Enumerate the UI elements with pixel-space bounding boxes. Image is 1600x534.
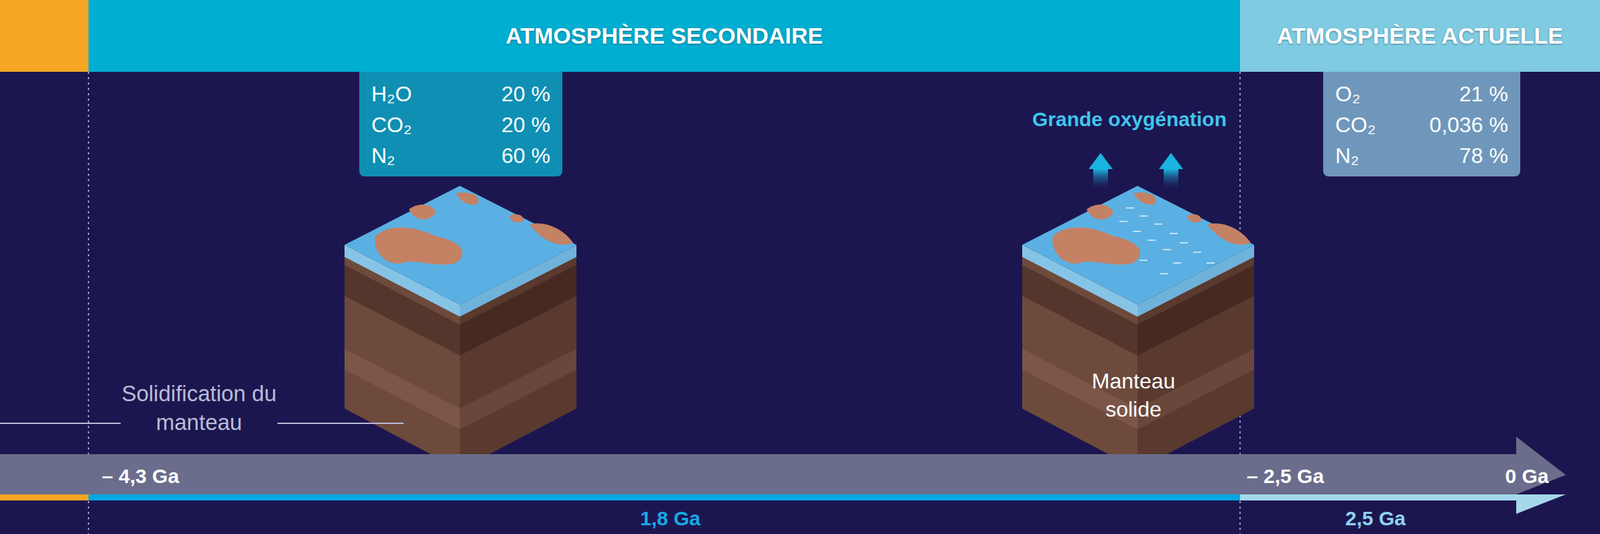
table-cell: N₂ (371, 140, 444, 171)
table-cell: 0,036 % (1416, 109, 1509, 141)
band-title: ATMOSPHÈRE ACTUELLE (1276, 22, 1564, 49)
era-band: ATMOSPHÈRE ACTUELLE (1240, 0, 1600, 72)
table-cell: 20 % (469, 78, 551, 110)
table-cell: N₂ (1335, 140, 1390, 171)
table-cell: O₂ (1335, 78, 1390, 110)
composition-box: H₂O 20 % CO₂ 20 % N₂ 60 % (359, 71, 563, 177)
composition-box: O₂ 21 % CO₂ 0,036 % N₂ 78 % (1323, 71, 1521, 177)
table-cell: H₂O (371, 78, 444, 110)
table-cell: 21 % (1416, 78, 1509, 110)
table-cell: 20 % (469, 109, 551, 141)
event-label: Grande oxygénation (1032, 105, 1227, 133)
table-cell: 78 % (1416, 140, 1509, 171)
table-cell: CO₂ (371, 109, 444, 141)
layer-label: Manteau solide (1075, 367, 1193, 423)
time-label: – 2,5 Ga (1246, 462, 1324, 489)
table-cell: CO₂ (1335, 109, 1390, 141)
era-band: ATMOSPHÈRE SECONDAIRE (88, 0, 1241, 72)
band-title: ATMOSPHÈRE SECONDAIRE (505, 22, 824, 49)
time-label: – 4,3 Ga (101, 462, 179, 489)
event-label: Solidification du manteau (118, 379, 280, 438)
duration-label: 2,5 Ga (1345, 504, 1406, 531)
time-label: 0 Ga (1504, 462, 1549, 489)
duration-label: 1,8 Ga (640, 504, 701, 531)
table-cell: 60 % (469, 140, 551, 171)
